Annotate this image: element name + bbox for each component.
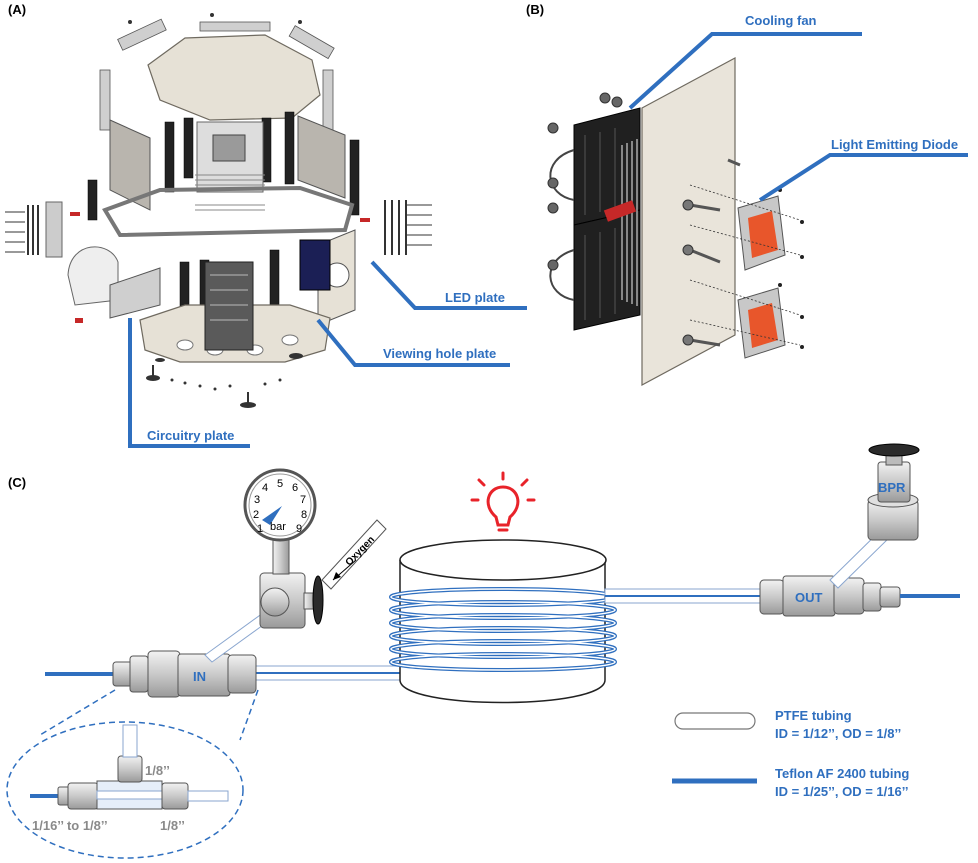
panel-a: (A) <box>5 2 527 448</box>
panel-b-label: (B) <box>526 2 544 17</box>
panel-c-label: (C) <box>8 475 26 490</box>
legend-ptfe-swatch <box>674 712 756 730</box>
viewing-hole-plate-label: Viewing hole plate <box>383 346 496 361</box>
legend-teflon-name: Teflon AF 2400 tubing <box>775 766 909 781</box>
gauge-unit: bar <box>270 521 286 533</box>
ptfe-tube-in-to-coil <box>254 665 404 681</box>
panel-b: (B) <box>526 2 968 387</box>
bpr-label: BPR <box>878 480 906 495</box>
pressure-gauge-icon: 1 2 3 4 5 6 7 8 9 bar <box>243 468 317 542</box>
gauge-number-5: 5 <box>277 478 283 490</box>
panel-b-leader-lines <box>628 32 968 202</box>
inset-tee-zoom: 1/8’’ 1/16’’ to 1/8’’ 1/8’’ <box>6 689 259 859</box>
back-pressure-regulator: BPR <box>867 443 920 541</box>
led-module-assembly <box>547 56 804 387</box>
legend-ptfe-dims: ID = 1/12’’, OD = 1/8’’ <box>775 726 901 741</box>
reactor-exploded-assembly <box>5 13 432 408</box>
gauge-number-2: 2 <box>253 509 259 521</box>
legend: PTFE tubing ID = 1/12’’, OD = 1/8’’ Tefl… <box>672 708 909 799</box>
panel-c: (C) IN 1 2 3 <box>6 443 960 859</box>
gauge-number-7: 7 <box>300 494 306 506</box>
light-emitting-diode-label: Light Emitting Diode <box>831 137 958 152</box>
panel-a-leader-lines <box>128 260 527 448</box>
in-label: IN <box>193 669 206 684</box>
inset-branch-size: 1/8’’ <box>145 763 170 778</box>
panel-a-label: (A) <box>8 2 26 17</box>
circuitry-plate-label: Circuitry plate <box>147 428 234 443</box>
gauge-number-9: 9 <box>296 523 302 535</box>
gauge-number-1: 1 <box>257 523 263 535</box>
inset-left-fitting-size: 1/16’’ to 1/8’’ <box>32 818 108 833</box>
legend-ptfe-name: PTFE tubing <box>775 708 852 723</box>
cooling-fan-label: Cooling fan <box>745 13 817 28</box>
oxygen-inlet-tube: Oxygen <box>321 519 387 590</box>
legend-teflon-dims: ID = 1/25’’, OD = 1/16’’ <box>775 784 908 799</box>
inset-right-fitting-size: 1/8’’ <box>160 818 185 833</box>
gauge-number-8: 8 <box>301 509 307 521</box>
led-plate-label: LED plate <box>445 290 505 305</box>
photoreactor-coil <box>389 539 617 704</box>
light-bulb-icon <box>470 471 536 532</box>
out-label: OUT <box>795 590 823 605</box>
gauge-number-3: 3 <box>254 494 260 506</box>
gauge-number-6: 6 <box>292 482 298 494</box>
gauge-number-4: 4 <box>262 482 268 494</box>
ptfe-tube-coil-to-out <box>604 588 766 604</box>
